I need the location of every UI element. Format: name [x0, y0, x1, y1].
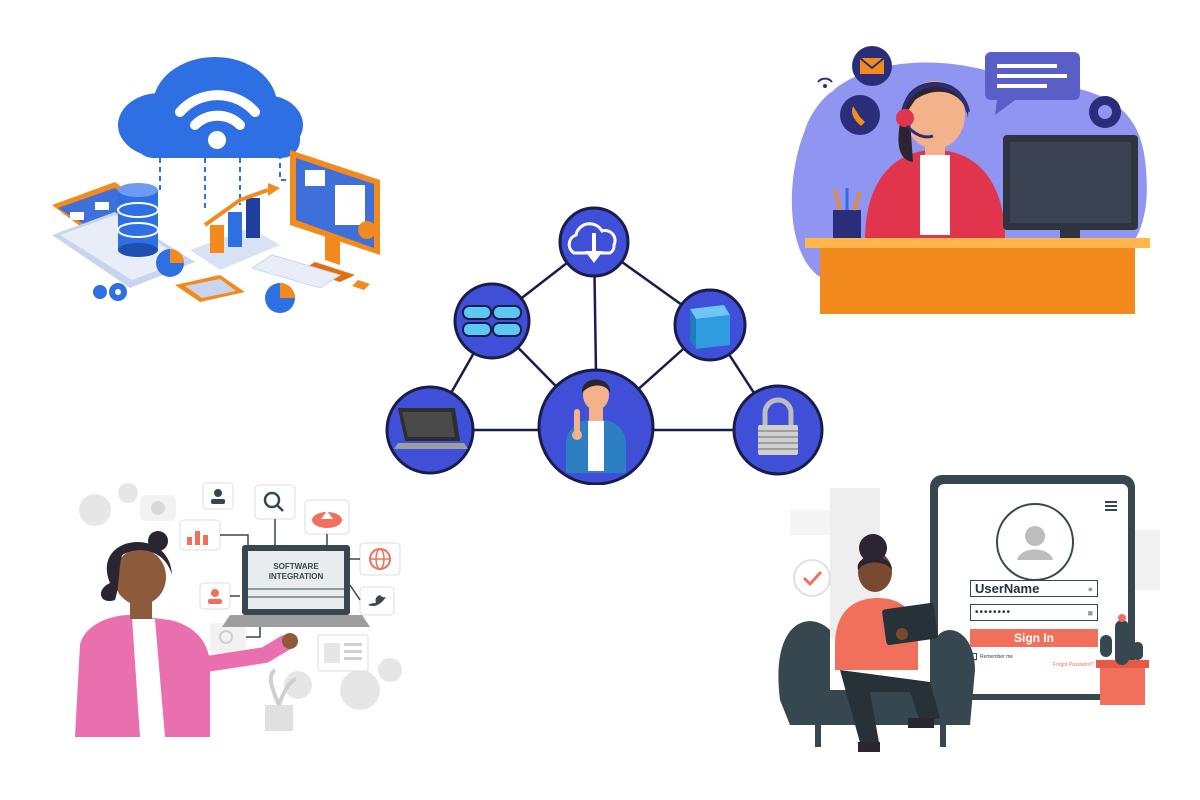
- plant-pot-icon: [265, 668, 297, 731]
- login-illustration-art: [778, 475, 1160, 752]
- cloud-data-illustration: [52, 57, 380, 313]
- laptop-screen-line1: SOFTWARE: [273, 562, 319, 571]
- network-node-lock: [732, 384, 824, 476]
- webpage-icon: [317, 634, 369, 672]
- network-node-person: [537, 368, 655, 485]
- search-icon: [254, 484, 296, 520]
- user-icon: ●: [1087, 583, 1093, 594]
- cactus-plant-icon: [1096, 614, 1149, 705]
- background-gear-icon: [79, 483, 402, 710]
- network-node-cloud-download: [558, 206, 630, 278]
- pie-chart-icon: [156, 249, 295, 313]
- monitor-icon: [290, 150, 380, 282]
- gear-icon: [1089, 96, 1121, 128]
- network-node-servers: [453, 282, 531, 360]
- keyboard-icon: [250, 254, 370, 290]
- check-bubble-icon: [793, 559, 831, 597]
- computer-monitor-icon: [1003, 135, 1138, 244]
- laptop-screen-line2: INTEGRATION: [269, 572, 324, 581]
- globe-icon: [359, 542, 401, 576]
- chat-bubble-icon: [985, 52, 1080, 115]
- login-illustration: UserName ● •••••••• ■ Sign In Remember m…: [770, 470, 1170, 780]
- network-node-cube: [673, 288, 747, 362]
- search-card-icon: [210, 623, 246, 653]
- checkbox-icon: [970, 653, 977, 660]
- cloud-upload-icon: [304, 499, 350, 535]
- presenter-woman-icon: [75, 531, 298, 737]
- padlock-icon: [758, 397, 798, 455]
- bar-chart-icon: [190, 183, 280, 270]
- user-card-icon: [199, 582, 231, 610]
- support-agent-illustration: [791, 46, 1150, 314]
- software-integration-illustration: SOFTWARE INTEGRATION: [75, 482, 402, 737]
- wifi-cloud-icon: [118, 57, 303, 158]
- sign-in-label: Sign In: [1014, 631, 1054, 645]
- desk-icon: [805, 238, 1150, 314]
- pencil-cup-icon: [833, 188, 862, 240]
- phone-icon: [840, 95, 880, 135]
- lock-icon: ■: [1087, 607, 1093, 618]
- remember-me-label: Remember me: [980, 653, 1014, 660]
- sign-in-button[interactable]: Sign In: [970, 629, 1098, 647]
- remember-me-checkbox[interactable]: Remember me: [970, 653, 1013, 660]
- network-node-laptop: [385, 385, 475, 475]
- wifi-icon: [813, 70, 837, 94]
- network-diagram: [385, 206, 824, 485]
- forgot-password-link[interactable]: Forgot Password?: [1053, 653, 1094, 671]
- password-field[interactable]: •••••••• ■: [970, 604, 1098, 621]
- username-value: UserName: [975, 581, 1040, 596]
- password-value: ••••••••: [975, 607, 1012, 618]
- menu-icon: [1105, 501, 1117, 511]
- twitter-icon: [359, 586, 395, 616]
- server-stack-icon: [462, 305, 522, 337]
- woman-with-tablet-icon: [835, 534, 940, 752]
- cloud-download-icon: [567, 222, 617, 263]
- database-icon: [117, 183, 159, 257]
- laptop-icon: [394, 408, 468, 449]
- gear-icon: [93, 283, 127, 301]
- chat-icon: [140, 495, 176, 521]
- laptop-icon: SOFTWARE INTEGRATION: [222, 545, 370, 627]
- mail-icon: [852, 46, 892, 86]
- agent-person-icon: [865, 81, 1005, 240]
- forgot-password-label: Forgot Password?: [1053, 662, 1094, 668]
- user-card-icon: [202, 482, 234, 510]
- document-card-icon: [175, 275, 245, 302]
- username-field[interactable]: UserName ●: [970, 580, 1098, 597]
- avatar-icon: [996, 503, 1074, 581]
- presenter-icon: [566, 379, 626, 473]
- cube-icon: [690, 305, 730, 349]
- analytics-chart-icon: [179, 519, 221, 551]
